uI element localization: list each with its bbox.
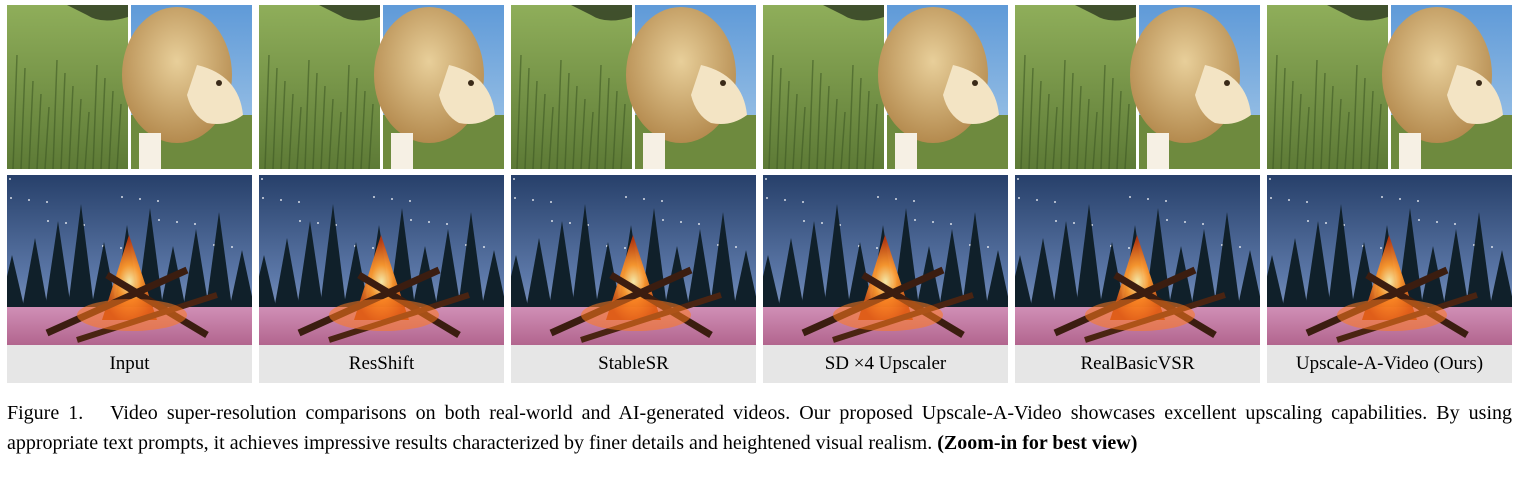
campfire-image	[259, 175, 504, 345]
column-label: SD ×4 Upscaler	[763, 345, 1008, 383]
campfire-image	[763, 175, 1008, 345]
lion-image	[763, 5, 1008, 169]
lion-image	[1267, 5, 1512, 169]
lion-image	[7, 5, 252, 169]
campfire-image	[7, 175, 252, 345]
caption-text: Video super-resolution comparisons on bo…	[7, 402, 1513, 454]
lion-image	[511, 5, 756, 169]
lion-image	[259, 5, 504, 169]
column-label: ResShift	[259, 345, 504, 383]
column-label: StableSR	[511, 345, 756, 383]
campfire-image	[1267, 175, 1512, 345]
lion-image	[1015, 5, 1260, 169]
campfire-image	[1015, 175, 1260, 345]
column-label: Upscale-A-Video (Ours)	[1267, 345, 1512, 383]
column-label: RealBasicVSR	[1015, 345, 1260, 383]
column-label: Input	[7, 345, 252, 383]
figure-number: Figure 1.	[7, 402, 84, 424]
campfire-image	[511, 175, 756, 345]
figure-caption: Figure 1. Video super-resolution compari…	[7, 398, 1512, 458]
caption-emphasis: (Zoom-in for best view)	[937, 432, 1138, 454]
